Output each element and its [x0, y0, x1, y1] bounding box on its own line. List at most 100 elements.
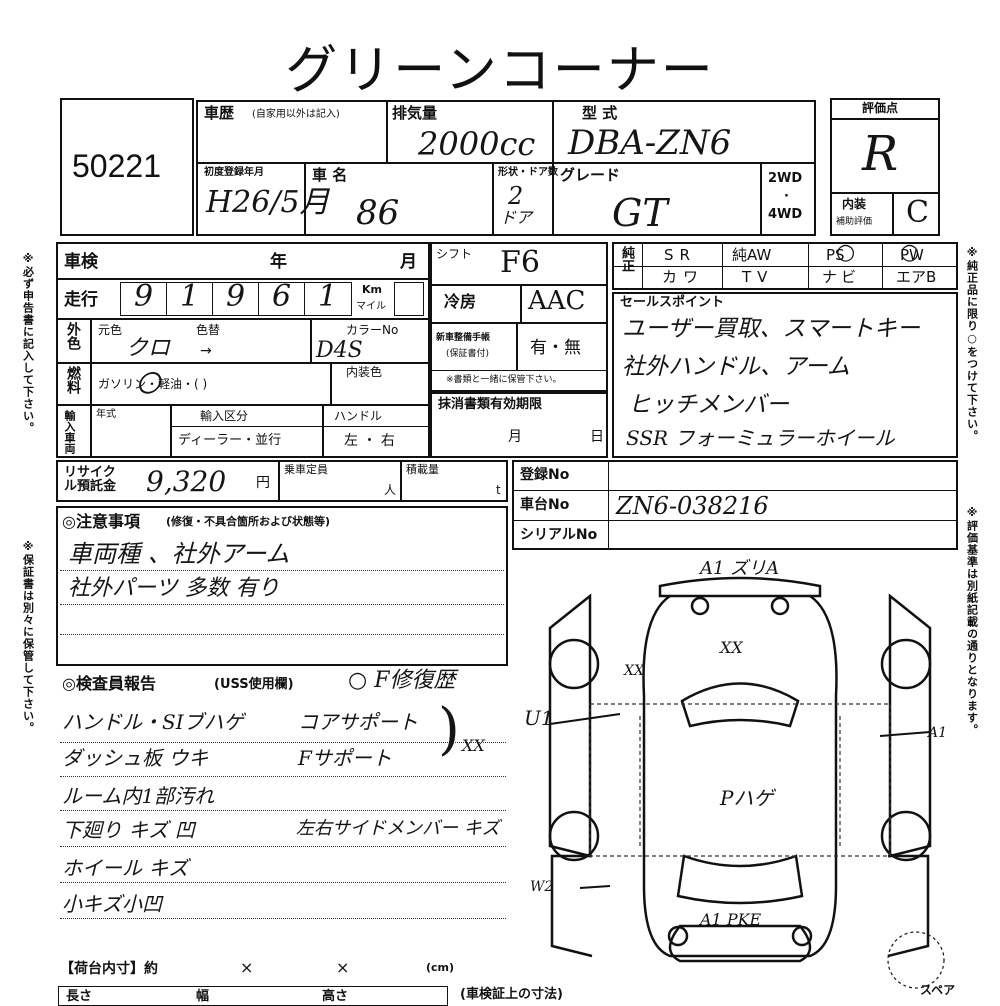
cargo-length-label: 長さ — [66, 989, 93, 1004]
mile-label: マイル — [356, 301, 386, 312]
diagram-wheel-fl — [548, 810, 600, 862]
diagram-spare-circle — [887, 931, 945, 989]
shaken-month-label: 月 — [400, 252, 417, 272]
mile-box — [394, 282, 424, 316]
warranty-label: 新車整備手帳 — [436, 333, 491, 343]
drive-4wd: 4WD — [768, 207, 803, 222]
diagram-body-note: Pハゲ — [720, 786, 774, 810]
diagram-bottom-note: A1 PKE — [700, 910, 762, 929]
caution-line-1: 車両種 、社外アーム — [68, 540, 290, 568]
km-label: Km — [362, 283, 382, 296]
score-box — [830, 98, 940, 236]
inspector-right-2: Fサポート — [298, 746, 392, 770]
diagram-w2-note: W2 — [530, 879, 554, 895]
doors-note: ドア — [500, 208, 533, 227]
chassis-value: ZN6-038216 — [616, 492, 769, 520]
fuel-options: ガソリン・軽油・( ) — [98, 377, 208, 391]
history-label: 車歴 — [204, 104, 235, 122]
drive-dot: · — [784, 189, 789, 204]
recycle-box — [56, 460, 508, 502]
car-damage-diagram — [548, 576, 945, 989]
interior-color-label: 内装色 — [346, 365, 383, 379]
diagram-u1-note: U1 — [524, 706, 554, 730]
fuel-circle-mark: 〇 — [136, 370, 160, 398]
lot-number: 50221 — [72, 148, 161, 184]
cargo-width-label: 幅 — [196, 989, 210, 1004]
import-head: 輸入車両 — [63, 410, 76, 454]
sales-point-line-1: ユーザー買取、スマートキー — [622, 316, 920, 342]
caution-note: (修復・不具合箇所および状態等) — [166, 515, 331, 528]
cargo-times-2: × — [336, 958, 350, 977]
doors-label: 形状・ドア数 — [498, 167, 558, 178]
sales-points-label: セールスポイント — [620, 295, 725, 310]
diagram-windshield — [676, 854, 804, 905]
fuel-head: 燃料 — [65, 366, 81, 394]
capacity-label: 乗車定員 — [284, 463, 328, 476]
side-note-right-bottom: ※評価基準は別紙記載の通りとなります。 — [965, 506, 979, 736]
sales-point-line-2: 社外ハンドル、アーム — [622, 354, 850, 380]
inspector-bracket: ) — [438, 697, 460, 762]
inspector-left-1: ハンドル・SIブハゲ — [62, 710, 244, 734]
ac-label: 冷房 — [444, 292, 477, 311]
genuine-label: 純正 — [619, 246, 634, 272]
page-title: グリーンコーナー — [285, 41, 715, 101]
recycle-label: リサイクル預託金 — [64, 465, 117, 495]
recycle-value: 9,320 — [146, 465, 227, 498]
interior-label: 内装 — [842, 197, 867, 211]
sales-points-box — [612, 292, 958, 458]
import-class-label: 輸入区分 — [200, 409, 249, 423]
serial-label: シリアルNo — [520, 527, 598, 543]
equip-airbag: エアB — [896, 268, 937, 286]
diagram-spare-label: スペア — [920, 983, 956, 997]
repaint-arrow: → — [200, 343, 212, 359]
sales-point-line-3: ヒッチメンバー — [628, 392, 789, 418]
import-class-value: ディーラー・並行 — [178, 433, 282, 448]
doors-value: 2 — [508, 182, 524, 210]
diagram-wheel-fr — [880, 810, 932, 862]
shift-value: F6 — [500, 245, 540, 280]
color-no-label: カラーNo — [346, 323, 399, 337]
cargo-dims-box — [58, 986, 448, 1006]
reg-no-label: 登録No — [520, 467, 570, 483]
orig-color-value: クロ — [126, 336, 171, 361]
diagram-rear-window — [680, 682, 800, 728]
side-note-left-top: ※必ず申告書に記入して下さい。 — [21, 252, 35, 434]
displacement-label: 排気量 — [392, 104, 438, 122]
diagram-wheel-rl — [548, 638, 600, 690]
warranty-sub: (保証書付) — [446, 349, 490, 359]
diagram-floor-outline — [589, 703, 891, 857]
warranty-note: ※書類と一緒に保管下さい。 — [446, 375, 562, 385]
color-no-value: D4S — [316, 338, 363, 363]
repaint-label: 色替 — [196, 323, 221, 337]
lot-number-box: 50221 — [60, 98, 194, 236]
mileage-digit-4: 6 — [272, 279, 292, 314]
car-name-value: 86 — [356, 193, 400, 233]
caution-box — [56, 506, 508, 666]
inspector-right-1: コアサポート — [298, 710, 418, 734]
inspector-repair-note: ○ F修復歴 — [348, 668, 456, 693]
inspector-xx-mark: XX — [462, 736, 485, 755]
inspector-left-4: 下廻り キズ 凹 — [62, 818, 195, 842]
load-unit: t — [496, 483, 501, 497]
shaken-label: 車検 — [64, 252, 98, 272]
cancel-box — [430, 392, 608, 458]
registration-box — [512, 460, 958, 550]
header-box — [196, 100, 816, 236]
diagram-top-note: A1 ズリA — [700, 558, 780, 579]
car-name-label: 車 名 — [312, 166, 348, 184]
cancel-label: 抹消書類有効期限 — [438, 397, 543, 412]
inspector-left-6: 小キズ小凹 — [62, 892, 162, 916]
cargo-label: 【荷台内寸】約 — [60, 961, 158, 977]
diagram-roof-note: XX — [720, 638, 743, 657]
equip-tv: TV — [742, 268, 774, 286]
inspector-note: (USS使用欄) — [214, 677, 294, 692]
equip-ps: PS — [826, 246, 845, 264]
grade-label: グレード — [560, 166, 621, 184]
diagram-wheel-rr — [880, 638, 932, 690]
mileage-digit-3: 9 — [226, 279, 246, 314]
ac-value: AAC — [528, 286, 586, 316]
diagram-left-note: XX — [624, 663, 644, 679]
model-year-label: 年式 — [96, 409, 116, 420]
mileage-digit-1: 9 — [134, 279, 154, 314]
shift-box — [430, 242, 608, 392]
